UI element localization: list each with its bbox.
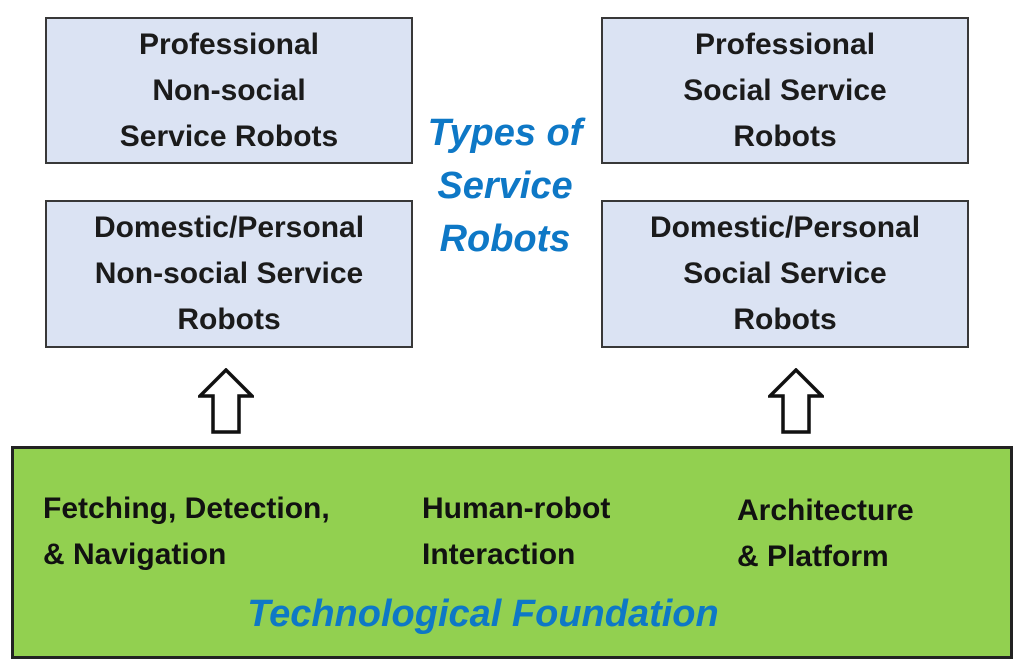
technological-foundation-panel: Fetching, Detection, & Navigation Human-… — [11, 446, 1013, 659]
box-domestic-personal-social-service-robots: Domestic/Personal Social Service Robots — [601, 200, 969, 348]
box-domestic-personal-non-social-service-robots: Domestic/Personal Non-social Service Rob… — [45, 200, 413, 348]
foundation-item-fetching-detection-navigation: Fetching, Detection, & Navigation — [43, 492, 330, 571]
up-arrow-icon — [198, 368, 254, 434]
box-professional-non-social-service-robots: Professional Non-social Service Robots — [45, 17, 413, 164]
up-arrow-icon — [768, 368, 824, 434]
box-professional-social-service-robots: Professional Social Service Robots — [601, 17, 969, 164]
foundation-item-human-robot-interaction: Human-robot Interaction — [422, 492, 611, 571]
foundation-item-architecture-platform: Architecture & Platform — [737, 494, 914, 573]
foundation-title: Technological Foundation — [247, 593, 719, 635]
diagram-title: Types of Service Robots — [427, 112, 583, 260]
